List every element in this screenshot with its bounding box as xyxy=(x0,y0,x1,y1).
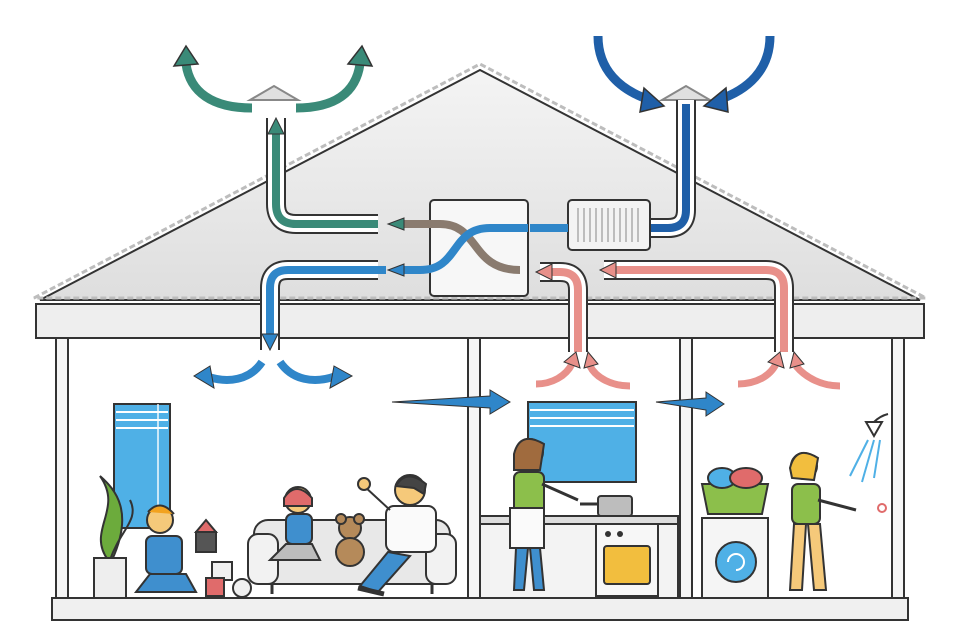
stale-air-return-duct-kitchen xyxy=(534,262,588,352)
heat-recovery-unit-icon xyxy=(386,199,529,297)
fresh-air-intake-duct xyxy=(620,100,696,238)
child-playing-blocks xyxy=(133,504,252,598)
supply-air-diffuser-arrows xyxy=(193,359,354,389)
washing-machine-icon xyxy=(701,517,769,599)
bathroom-extract-arrows xyxy=(737,350,841,390)
girl-on-sofa xyxy=(267,486,322,561)
kitchen-window xyxy=(527,401,637,483)
exhaust-outlet-arrows xyxy=(172,44,374,113)
supply-duct xyxy=(260,260,386,352)
man-on-sofa xyxy=(357,474,437,597)
kitchen-extract-arrows xyxy=(535,350,631,390)
fresh-air-intake-arrows xyxy=(593,35,775,114)
air-filter-icon xyxy=(567,199,651,251)
shower-icon xyxy=(849,413,889,513)
stove-icon xyxy=(580,495,659,597)
exhaust-duct xyxy=(266,116,378,234)
roof-vent-icon xyxy=(246,84,714,101)
air-transfer-arrows xyxy=(391,389,725,417)
teddy-bear xyxy=(335,513,365,567)
woman-cooking xyxy=(509,437,579,591)
laundry-basket xyxy=(700,467,770,515)
stale-air-return-duct-bathroom xyxy=(598,260,794,352)
woman-in-bathroom xyxy=(788,451,857,591)
house-plant xyxy=(93,475,134,599)
